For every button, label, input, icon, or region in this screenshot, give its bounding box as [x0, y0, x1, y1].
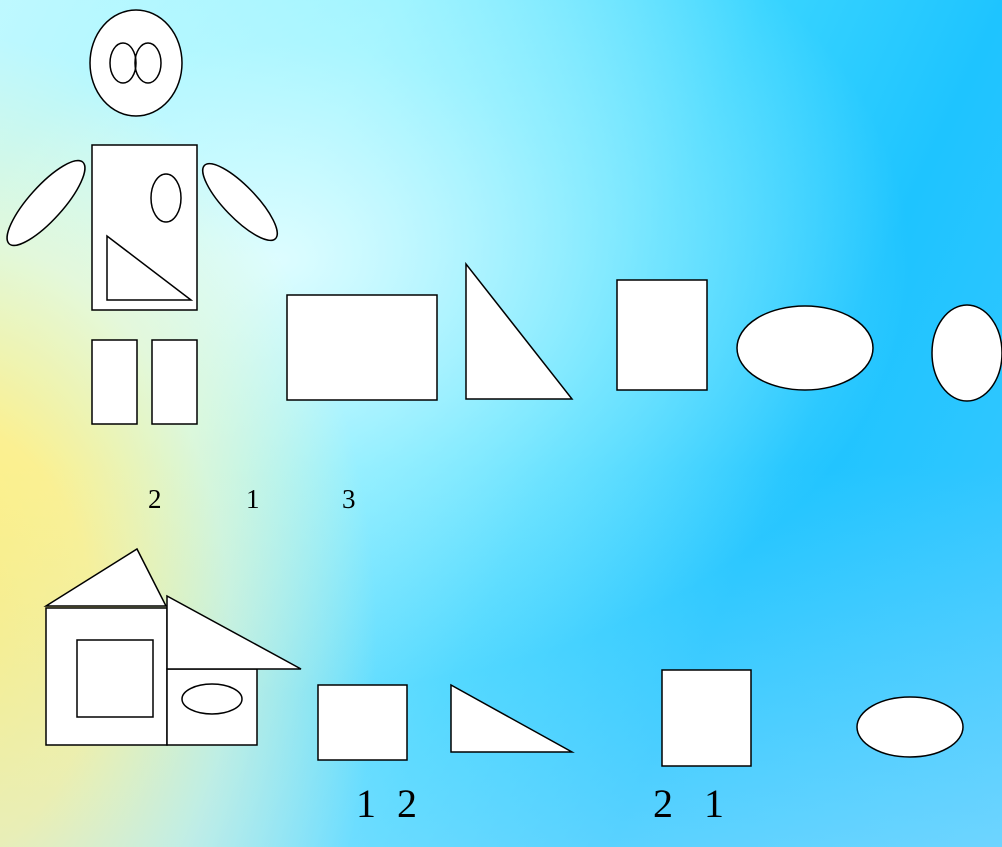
piece-square — [318, 685, 407, 760]
piece-ellipse-2 — [857, 697, 963, 757]
row-2-pieces — [318, 670, 963, 766]
count-label-square: 1 — [356, 780, 376, 827]
piece-tall-rectangle — [617, 280, 707, 390]
house-figure — [46, 549, 301, 745]
piece-right-triangle — [466, 264, 572, 399]
house-side-wall — [167, 669, 257, 745]
house-side-roof — [167, 596, 301, 669]
piece-wide-triangle — [451, 685, 572, 752]
count-label-wide-triangle: 2 — [397, 780, 417, 827]
robot-left-arm — [0, 151, 95, 255]
robot-right-arm — [193, 154, 287, 250]
count-label-rectangle: 2 — [148, 484, 162, 515]
robot-body-oval — [151, 174, 181, 222]
piece-vertical-ellipse — [932, 305, 1002, 401]
piece-ellipse — [737, 306, 873, 390]
robot-left-leg — [92, 340, 137, 424]
piece-square-2 — [662, 670, 751, 766]
house-main-wall — [46, 608, 167, 745]
row-1-pieces — [287, 264, 1002, 401]
robot-right-leg — [152, 340, 197, 424]
count-label-square-2: 2 — [653, 780, 673, 827]
house-roof-triangle — [46, 549, 166, 606]
count-label-tall-rectangle: 3 — [342, 484, 356, 515]
count-label-ellipse-2: 1 — [704, 780, 724, 827]
piece-rectangle — [287, 295, 437, 400]
robot-figure — [0, 10, 287, 424]
count-label-triangle: 1 — [246, 484, 260, 515]
